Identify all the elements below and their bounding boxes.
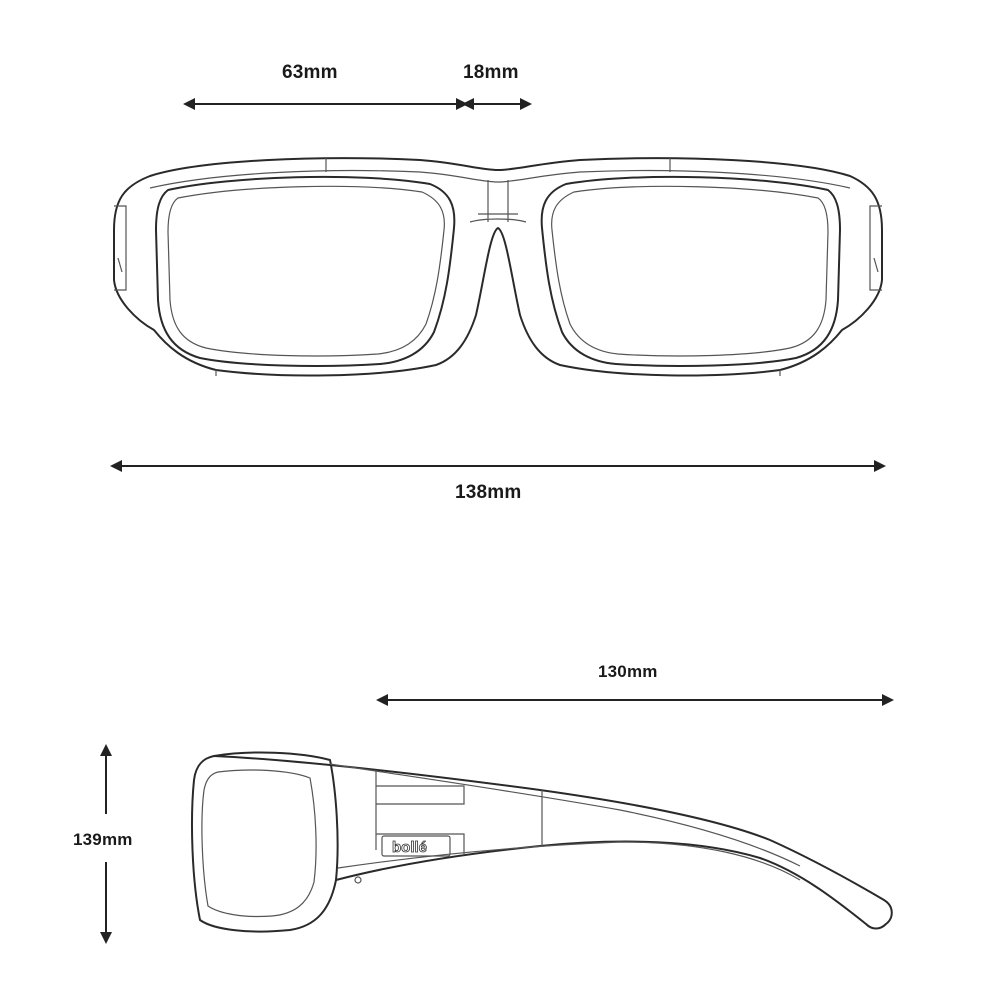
lens-width-label: 63mm [282,62,338,83]
height-arrow [100,744,112,944]
right-lens-rim [540,175,841,367]
side-view-glasses: bollé [191,751,893,933]
side-frame-outline [191,751,339,933]
brand-logo: bollé [392,839,427,856]
frame-width-label: 138mm [455,482,522,503]
temple-length-label: 130mm [598,662,658,681]
bridge-width-label: 18mm [463,62,519,83]
front-view-glasses [113,157,883,377]
temple-arm [213,755,893,930]
bridge-width-arrow [462,98,532,110]
frame-width-arrow [110,460,886,472]
lens-width-arrow [183,98,468,110]
height-label: 139mm [73,830,133,849]
left-lens-rim [155,175,456,367]
temple-length-arrow [376,694,894,706]
